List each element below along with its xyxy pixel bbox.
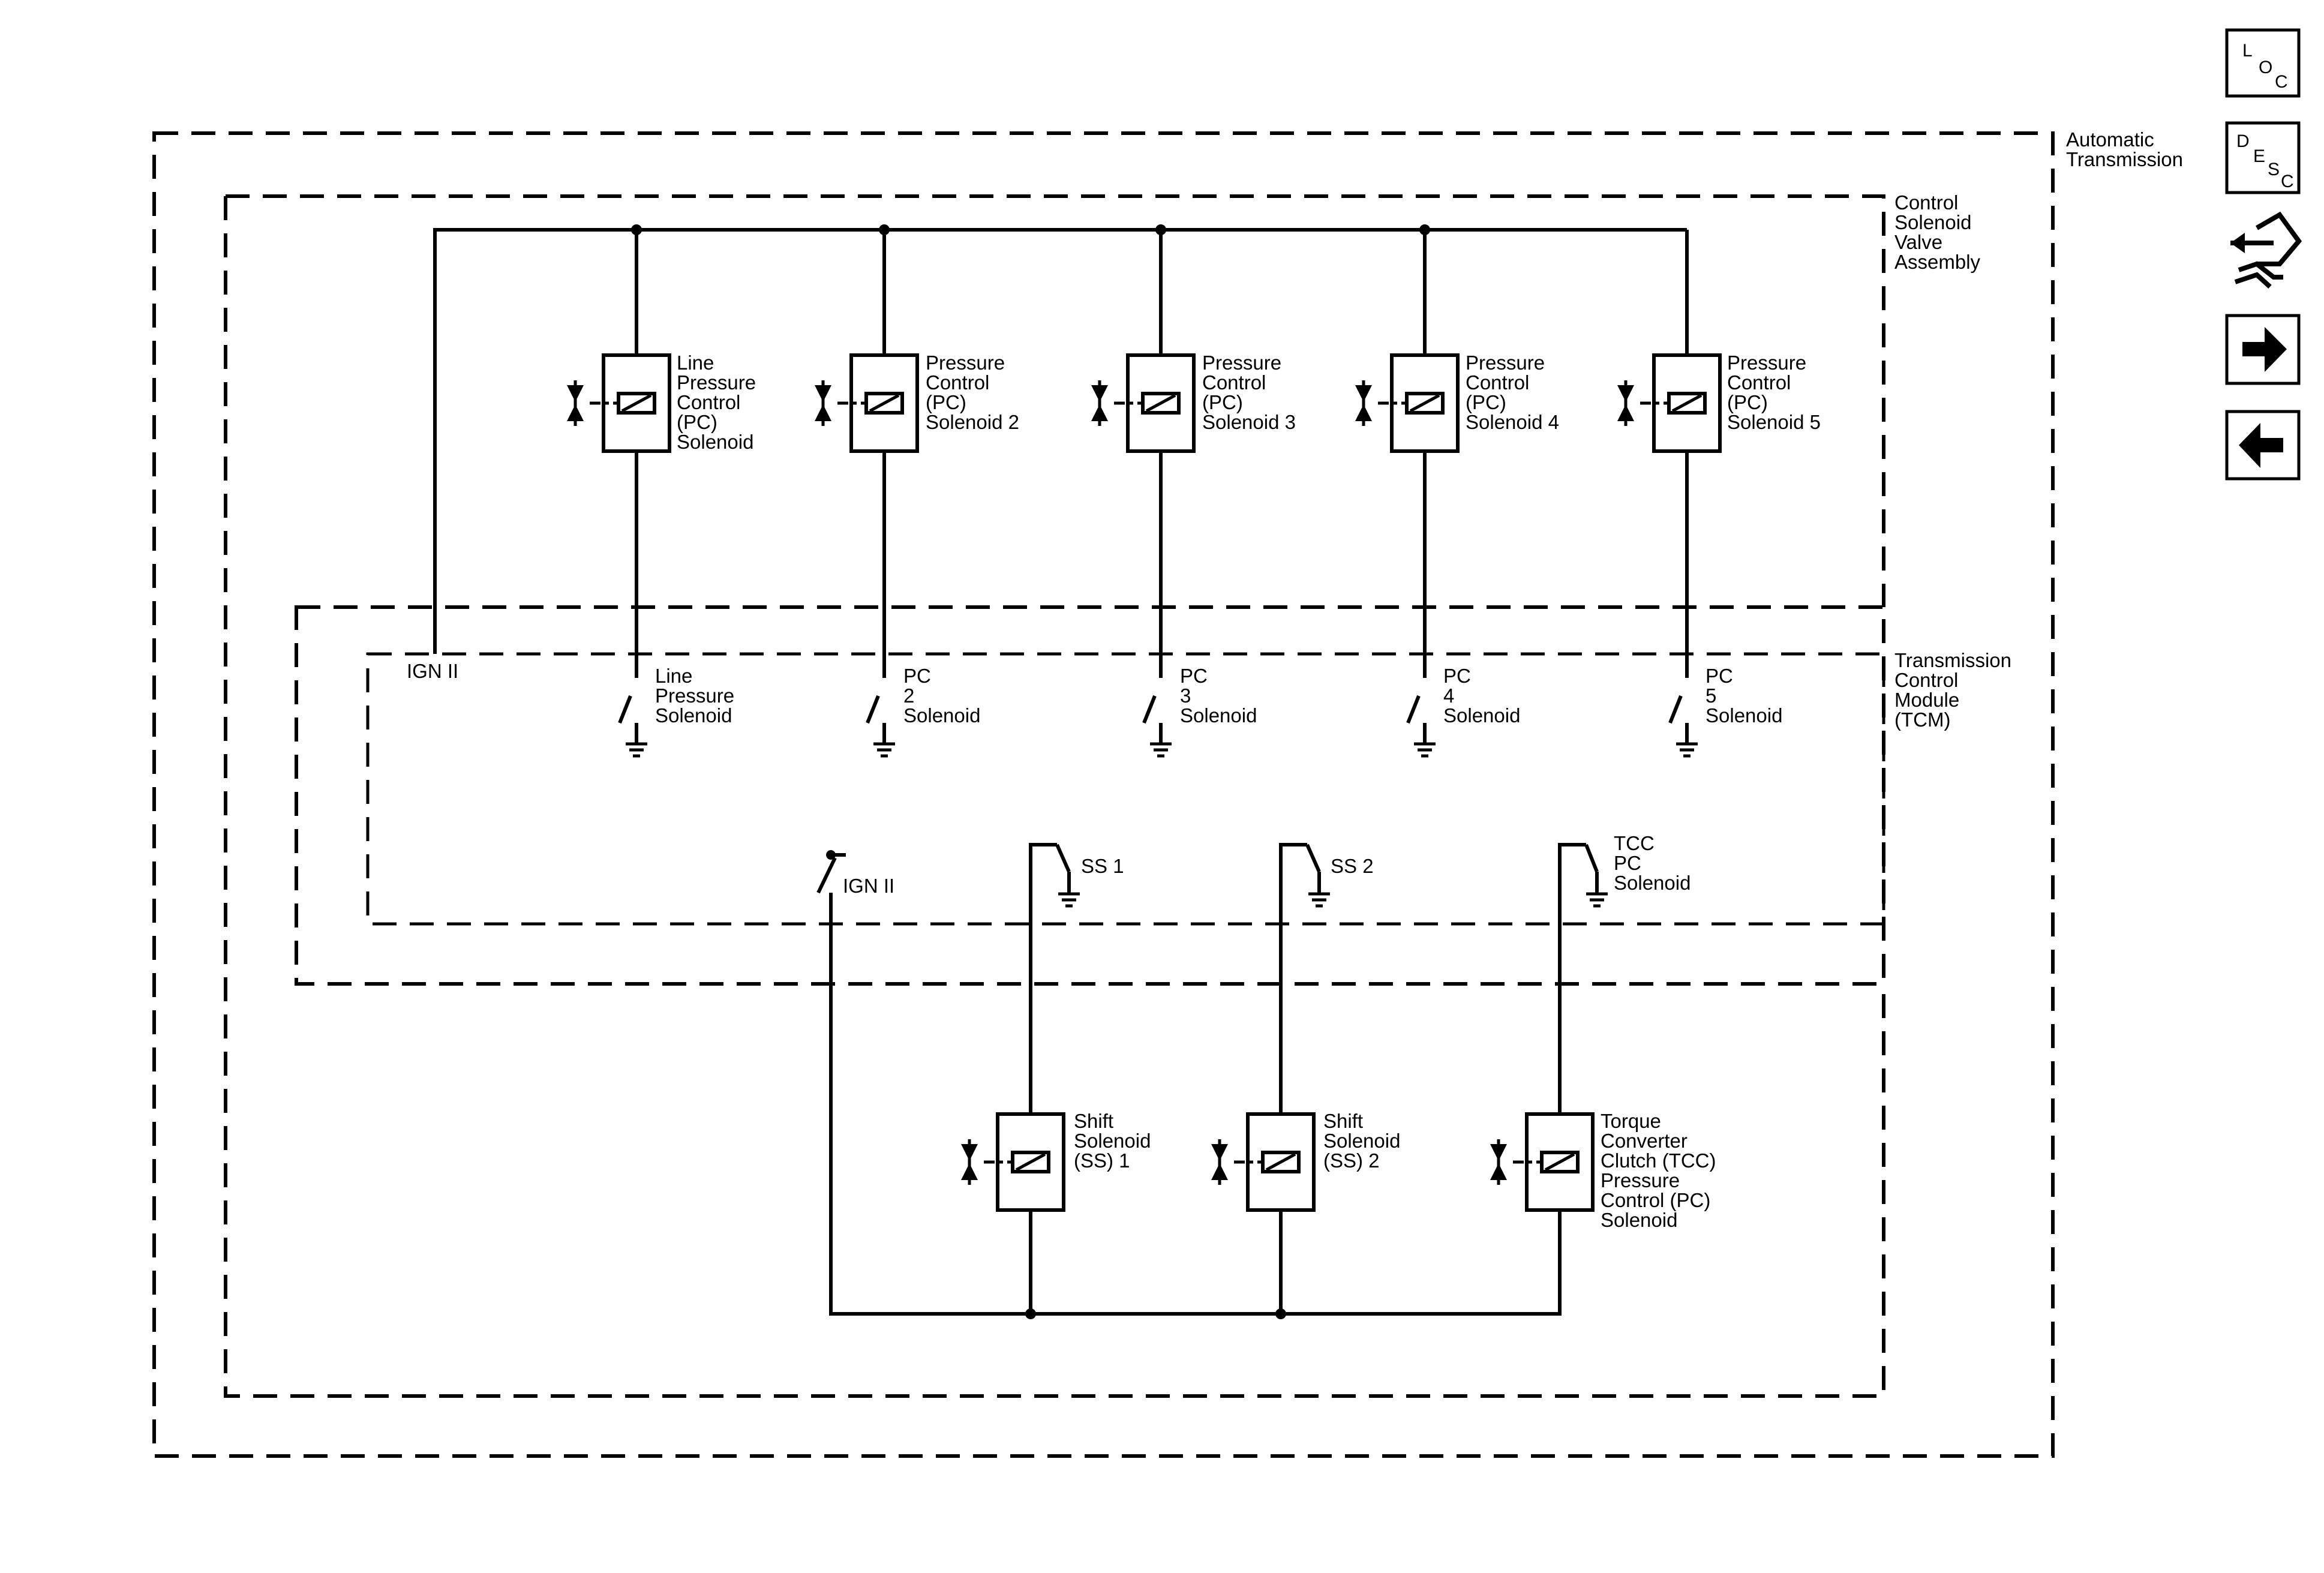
- pc-solenoid-4-label: Pressure Control (PC) Solenoid 4: [1466, 352, 1559, 433]
- wire-ss2: [1279, 843, 1307, 1314]
- pc3-switch: [1144, 696, 1172, 756]
- tcc-pc-solenoid-symbol: [1490, 1114, 1593, 1210]
- pc-solenoid-3-label: Pressure Control (PC) Solenoid 3: [1202, 352, 1296, 433]
- ign-ii-lower-label: IGN II: [843, 875, 894, 897]
- pc2-switch: [867, 696, 895, 756]
- line-pc-solenoid-symbol: [567, 355, 669, 451]
- upper-ign-bus: [433, 228, 1687, 654]
- pc-solenoid-5-label: Pressure Control (PC) Solenoid 5: [1727, 352, 1821, 433]
- loc-button[interactable]: L O C: [2225, 28, 2301, 98]
- shift-solenoid-2-label: Shift Solenoid (SS) 2: [1323, 1110, 1406, 1172]
- tcc-pc-switch: [1584, 843, 1608, 908]
- pc2-switch-label: PC 2 Solenoid: [903, 665, 980, 727]
- pc5-switch-label: PC 5 Solenoid: [1706, 665, 1782, 727]
- ss1-switch-label: SS 1: [1081, 855, 1124, 877]
- ss2-switch: [1305, 843, 1330, 908]
- svg-text:S: S: [2268, 160, 2280, 179]
- back-button[interactable]: [2225, 410, 2301, 481]
- line-pressure-switch-label: Line Pressure Solenoid: [655, 665, 740, 727]
- right-arrow-icon: [2242, 327, 2287, 372]
- svg-text:C: C: [2275, 72, 2288, 92]
- pc5-switch: [1670, 696, 1698, 756]
- pc-solenoid-4-symbol: [1355, 355, 1458, 451]
- line-pc-solenoid-label: Line Pressure Control (PC) Solenoid: [677, 352, 761, 453]
- svg-text:L: L: [2242, 41, 2253, 61]
- svg-text:D: D: [2236, 131, 2250, 151]
- svg-text:C: C: [2281, 172, 2294, 191]
- desc-button[interactable]: D E S C: [2225, 121, 2301, 194]
- tcm-label: Transmission Control Module (TCM): [1894, 649, 2017, 731]
- shift-solenoid-1-label: Shift Solenoid (SS) 1: [1074, 1110, 1157, 1172]
- shift-solenoid-1-symbol: [961, 1114, 1064, 1210]
- container-boxes: [152, 131, 2055, 1458]
- pc4-switch: [1408, 696, 1436, 756]
- line-pressure-switch: [620, 696, 647, 756]
- schematic-procedure-icon[interactable]: [2230, 211, 2302, 289]
- left-arrow-icon: [2239, 423, 2283, 468]
- pc-solenoid-3-symbol: [1091, 355, 1194, 451]
- ss2-switch-label: SS 2: [1331, 855, 1374, 877]
- ss1-switch: [1055, 843, 1080, 908]
- tcm-box: [295, 605, 1885, 986]
- tcm-inner-box: [366, 652, 1885, 926]
- pc4-switch-label: PC 4 Solenoid: [1443, 665, 1520, 727]
- svg-text:E: E: [2253, 146, 2265, 166]
- wire-ss1: [1029, 843, 1057, 1314]
- valve-assembly-box: [224, 194, 1885, 1398]
- pc-solenoid-2-label: Pressure Control (PC) Solenoid 2: [926, 352, 1019, 433]
- pc-solenoid-2-symbol: [815, 355, 917, 451]
- splice-dots: [631, 224, 1430, 1319]
- svg-text:O: O: [2259, 58, 2272, 77]
- lower-ign-bus-tcc: [829, 843, 1586, 1316]
- automatic-transmission-label: Automatic Transmission: [2066, 128, 2183, 170]
- ign-ii-upper-label: IGN II: [407, 660, 458, 682]
- automatic-transmission-box: [152, 131, 2055, 1458]
- ign-ii-lower-switch: [816, 850, 846, 927]
- shift-solenoid-2-symbol: [1211, 1114, 1314, 1210]
- next-button[interactable]: [2225, 314, 2301, 385]
- pc3-switch-label: PC 3 Solenoid: [1180, 665, 1257, 727]
- pc-solenoid-5-symbol: [1617, 355, 1720, 451]
- tcc-pc-switch-label: TCC PC Solenoid: [1614, 832, 1691, 894]
- valve-assembly-label: Control Solenoid Valve Assembly: [1894, 191, 1981, 273]
- tcc-pc-solenoid-label: Torque Converter Clutch (TCC) Pressure C…: [1601, 1110, 1722, 1231]
